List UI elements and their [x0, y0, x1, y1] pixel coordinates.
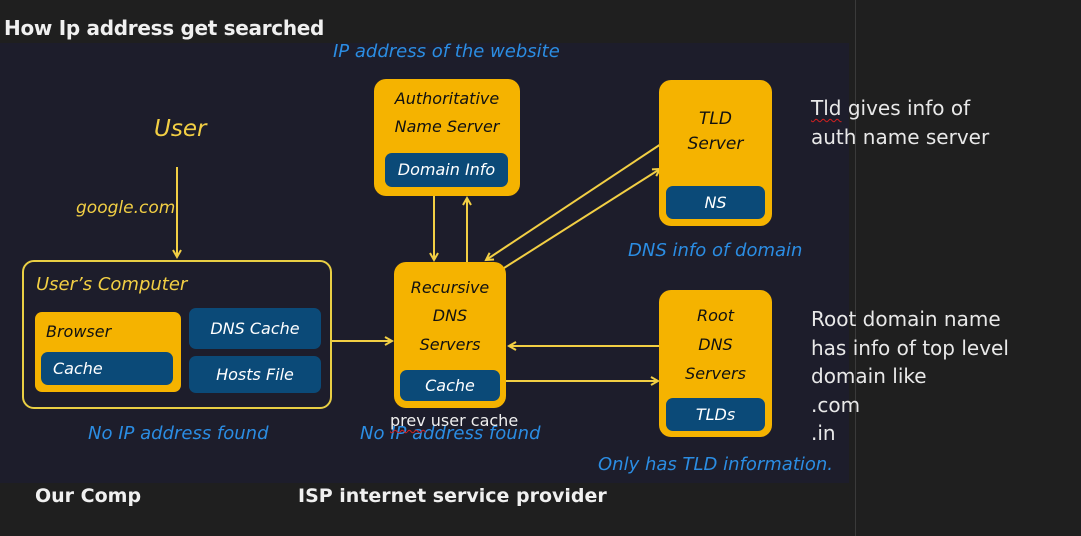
tld-note-line2: auth name server	[811, 124, 990, 149]
query-label: google.com	[76, 198, 176, 218]
auth-caption: IP address of the website	[333, 41, 560, 62]
root-line1: Root	[697, 306, 734, 325]
recursive-cache-box: Cache	[400, 370, 500, 401]
root-note-line: domain like	[811, 364, 927, 389]
ns-box: NS	[666, 186, 765, 219]
recursive-line2: DNS	[432, 306, 468, 325]
tld-note-rest: gives info of	[841, 96, 971, 120]
authoritative-line1: Authoritative	[394, 89, 500, 108]
prev-word: prev	[390, 411, 426, 430]
prev-user-cache-note: prev user cache	[390, 411, 518, 430]
root-note: Root domain name has info of top level d…	[811, 305, 1009, 448]
users-computer-group	[22, 260, 332, 409]
root-note-line: Root domain name	[811, 307, 1001, 331]
authoritative-line2: Name Server	[394, 117, 500, 136]
editor-column-divider	[855, 0, 856, 536]
browser-title: Browser	[46, 322, 112, 341]
hosts-file-box: Hosts File	[189, 356, 321, 393]
root-line2: DNS	[698, 335, 733, 354]
tld-note: Tld gives info of auth name server	[811, 94, 989, 151]
recursive-caption: No IP address found	[360, 423, 541, 444]
page-title: How Ip address get searched	[4, 16, 325, 40]
arrow-tld-to-recursive	[486, 141, 665, 260]
recursive-line1: Recursive	[410, 278, 490, 297]
tld-note-line1: Tld gives info of	[811, 94, 989, 123]
tld-note-word: Tld	[811, 96, 842, 120]
tlds-box: TLDs	[666, 398, 765, 431]
computer-caption: No IP address found	[88, 423, 269, 444]
browser-cache: Cache	[41, 352, 173, 385]
dns-cache-box: DNS Cache	[189, 308, 321, 349]
root-note-line: has info of top level	[811, 335, 1009, 360]
footer-our-comp: Our Comp	[35, 485, 142, 507]
user-label: User	[154, 116, 207, 142]
tld-caption: DNS info of domain	[628, 240, 803, 261]
root-note-line: .com	[811, 392, 861, 417]
tld-line1: TLD	[699, 109, 732, 129]
domain-info-box: Domain Info	[385, 153, 508, 187]
root-note-line: .in	[811, 421, 836, 446]
arrow-recursive-to-tld	[503, 169, 660, 269]
footer-isp: ISP internet service provider	[298, 485, 607, 507]
users-computer-title: User’s Computer	[36, 274, 188, 295]
recursive-line3: Servers	[419, 335, 481, 354]
root-line3: Servers	[685, 364, 746, 383]
root-caption: Only has TLD information.	[598, 454, 834, 475]
tld-line2: Server	[687, 134, 744, 154]
prev-rest: user cache	[425, 411, 519, 430]
